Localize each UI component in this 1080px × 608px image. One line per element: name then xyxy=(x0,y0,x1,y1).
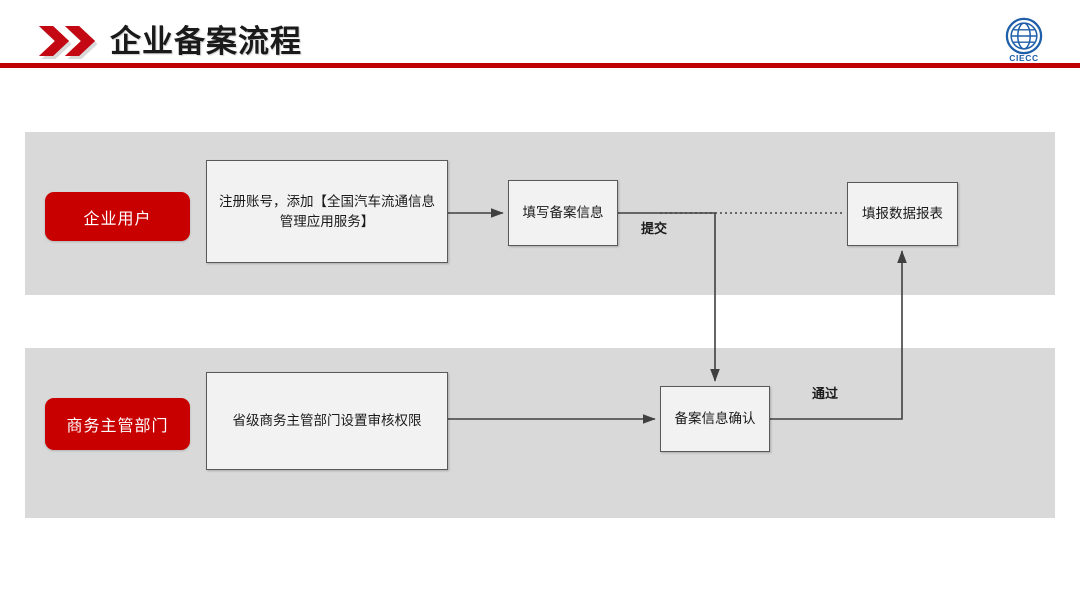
node-fill-record-info-label: 填写备案信息 xyxy=(522,205,604,221)
node-confirm-record-info[interactable]: 备案信息确认 xyxy=(660,386,770,452)
node-set-review-permission-label: 省级商务主管部门设置审核权限 xyxy=(232,413,422,429)
lane-badge-authority[interactable]: 商务主管部门 xyxy=(45,398,190,450)
edge-label-pass: 通过 xyxy=(812,386,839,401)
lane-band-authority xyxy=(25,348,1055,518)
header-accent-bar xyxy=(0,63,1080,68)
double-chevron-right-icon xyxy=(37,22,99,60)
edge-confirm-to-report xyxy=(770,250,907,420)
page-title: 企业备案流程 xyxy=(110,24,302,59)
lane-badge-enterprise[interactable]: 企业用户 xyxy=(45,192,190,241)
node-register-label: 注册账号，添加【全国汽车流通信息管理应用服务】 xyxy=(219,193,435,229)
page-header: 企业备案流程 CIECC xyxy=(0,0,1080,63)
process-flow-diagram: 企业用户 商务主管部门 注册账号，添加【全国汽车流通信息管理应用服务】 填写备案… xyxy=(0,68,1080,608)
globe-icon xyxy=(1005,17,1043,55)
node-register[interactable]: 注册账号，添加【全国汽车流通信息管理应用服务】 xyxy=(206,160,448,263)
node-submit-data-report[interactable]: 填报数据报表 xyxy=(847,182,958,246)
node-set-review-permission[interactable]: 省级商务主管部门设置审核权限 xyxy=(206,372,448,470)
lane-badge-authority-label: 商务主管部门 xyxy=(66,418,169,435)
lane-badge-enterprise-label: 企业用户 xyxy=(83,210,152,228)
node-submit-data-report-label: 填报数据报表 xyxy=(862,206,943,222)
node-confirm-record-info-label: 备案信息确认 xyxy=(674,411,756,427)
ciecc-logo: CIECC xyxy=(1000,17,1048,65)
edge-fill-to-confirm xyxy=(618,212,720,382)
logo-text: CIECC xyxy=(1009,53,1039,63)
edge-label-submit: 提交 xyxy=(641,221,668,236)
flow-connectors xyxy=(448,208,907,424)
node-fill-record-info[interactable]: 填写备案信息 xyxy=(508,180,618,246)
